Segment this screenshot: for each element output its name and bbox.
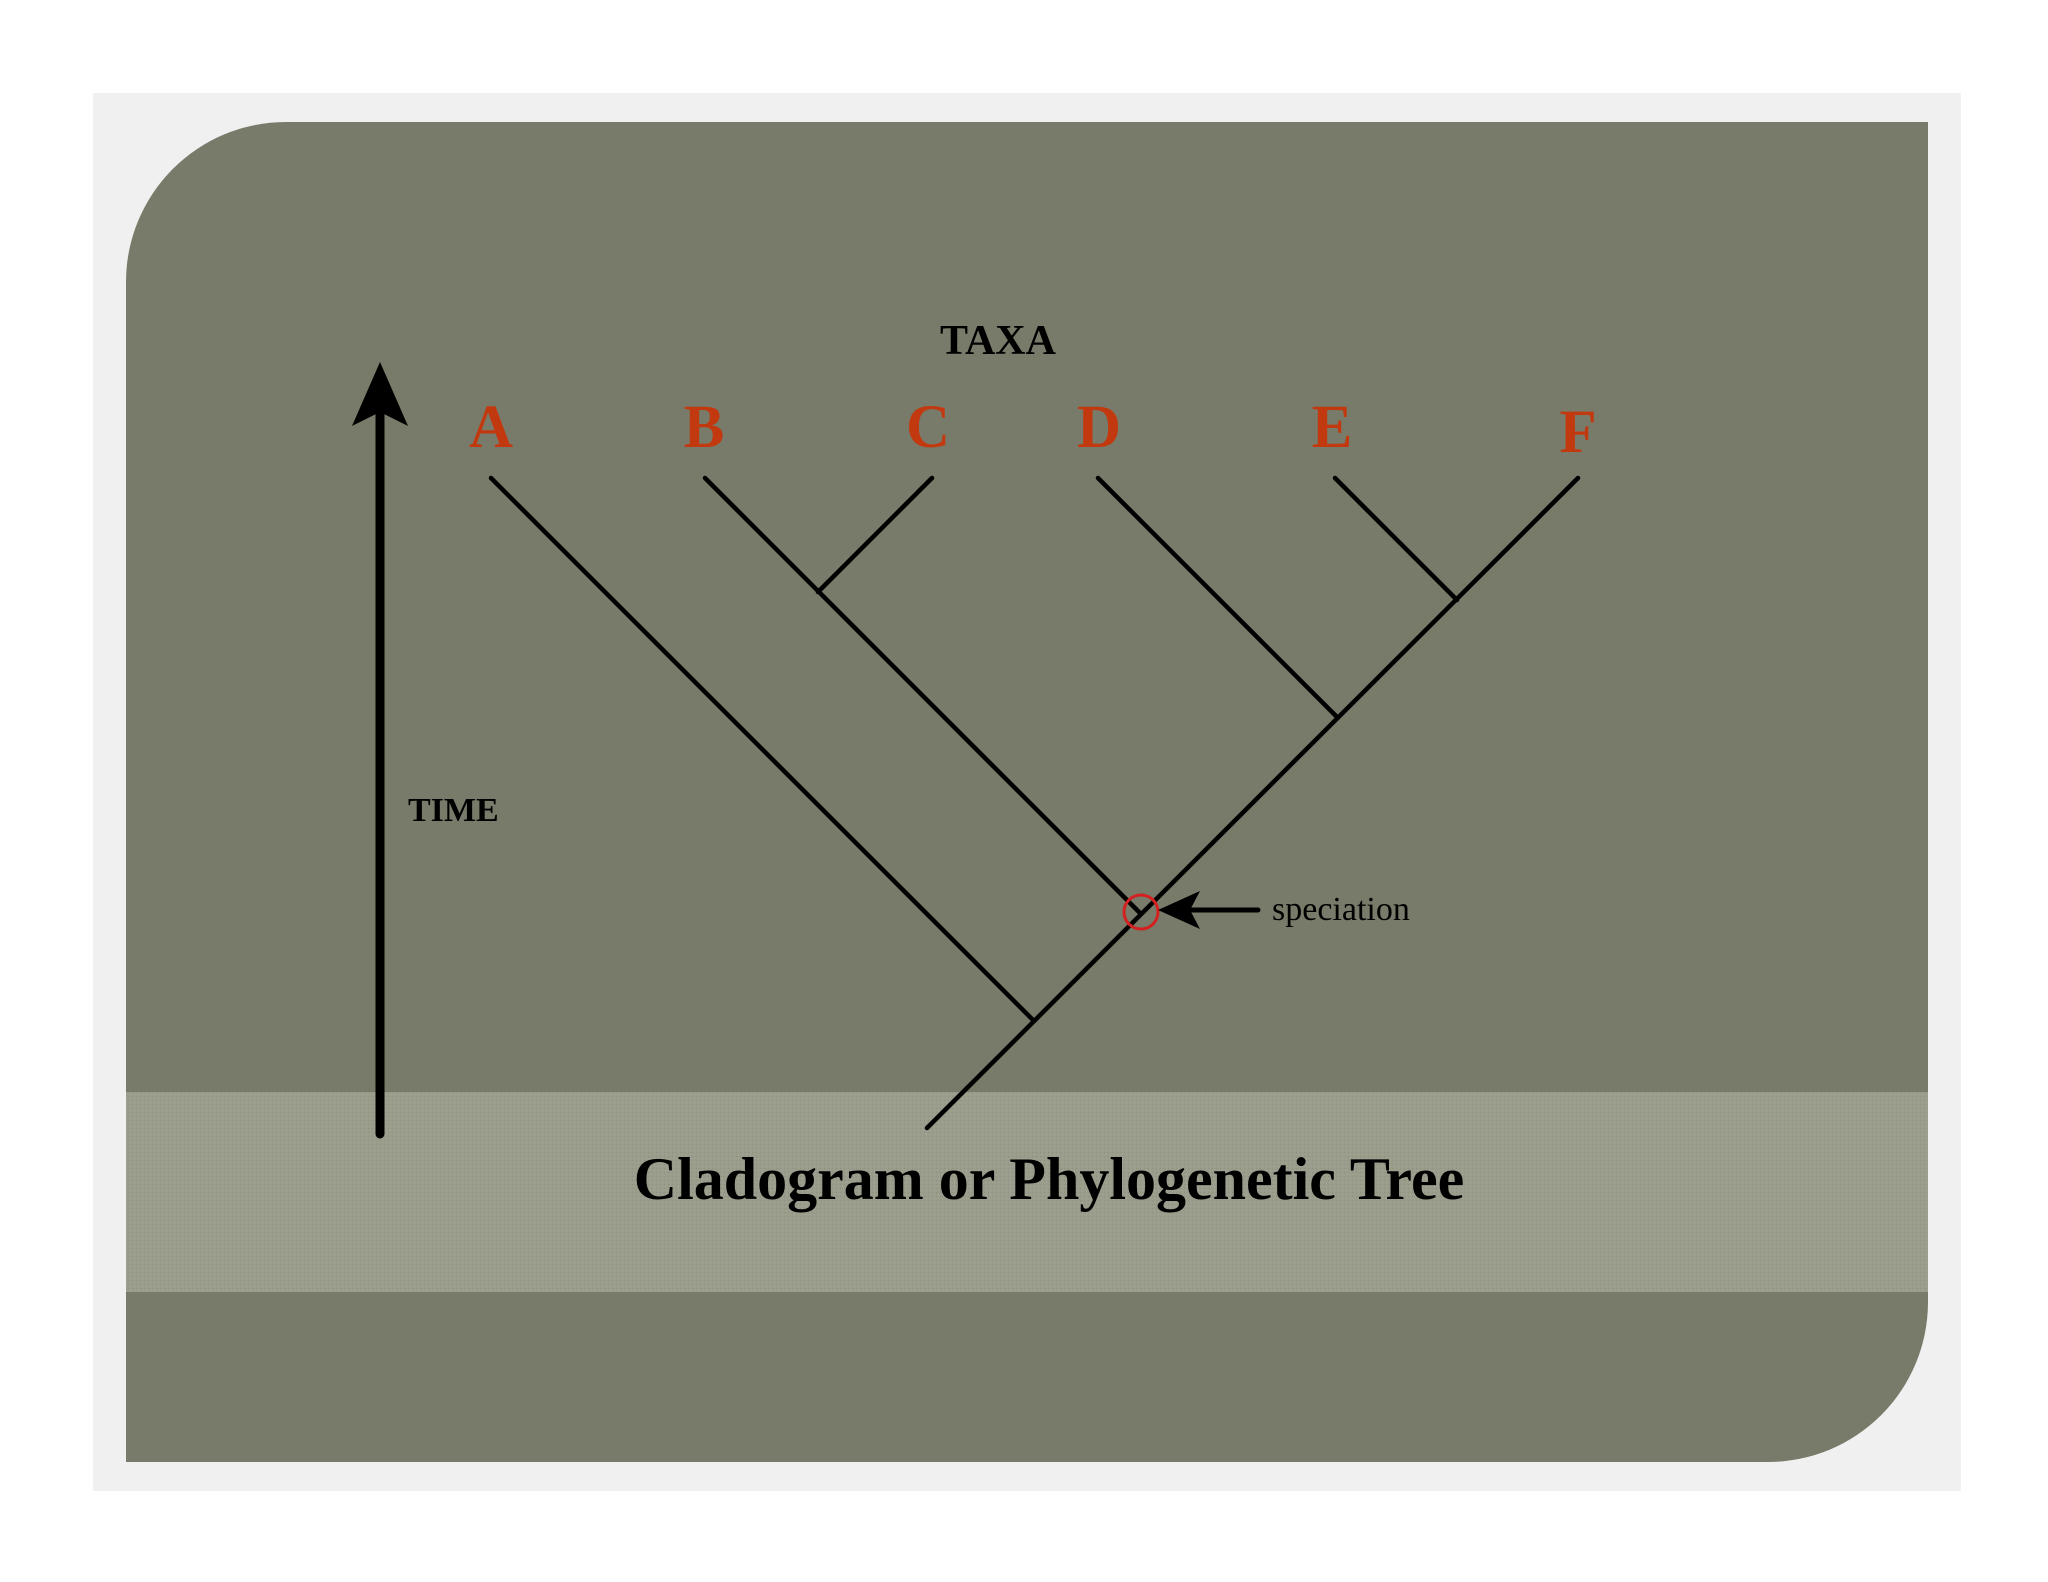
branch-a xyxy=(488,475,1037,1024)
branch-e xyxy=(1332,475,1460,603)
branch-c xyxy=(815,475,935,595)
taxon-label-d: D xyxy=(1077,394,1121,461)
speciation-pointer-arrow xyxy=(1158,891,1261,929)
title-band xyxy=(126,1092,1928,1292)
time-label: TIME xyxy=(408,792,499,829)
speciation-label: speciation xyxy=(1272,891,1410,928)
taxon-label-f: F xyxy=(1559,399,1596,466)
taxon-label-e: E xyxy=(1312,394,1353,461)
diagram-title: Cladogram or Phylogenetic Tree xyxy=(634,1146,1464,1212)
taxon-label-c: C xyxy=(906,394,950,461)
speciation-node-marker xyxy=(1122,893,1160,931)
taxa-heading: TAXA xyxy=(940,318,1057,364)
time-arrow xyxy=(352,362,408,1139)
tree-branches xyxy=(488,475,1581,1131)
branch-d xyxy=(1095,475,1339,719)
branch-b xyxy=(702,475,1144,917)
taxon-label-a: A xyxy=(469,394,513,461)
taxon-label-b: B xyxy=(684,394,725,461)
